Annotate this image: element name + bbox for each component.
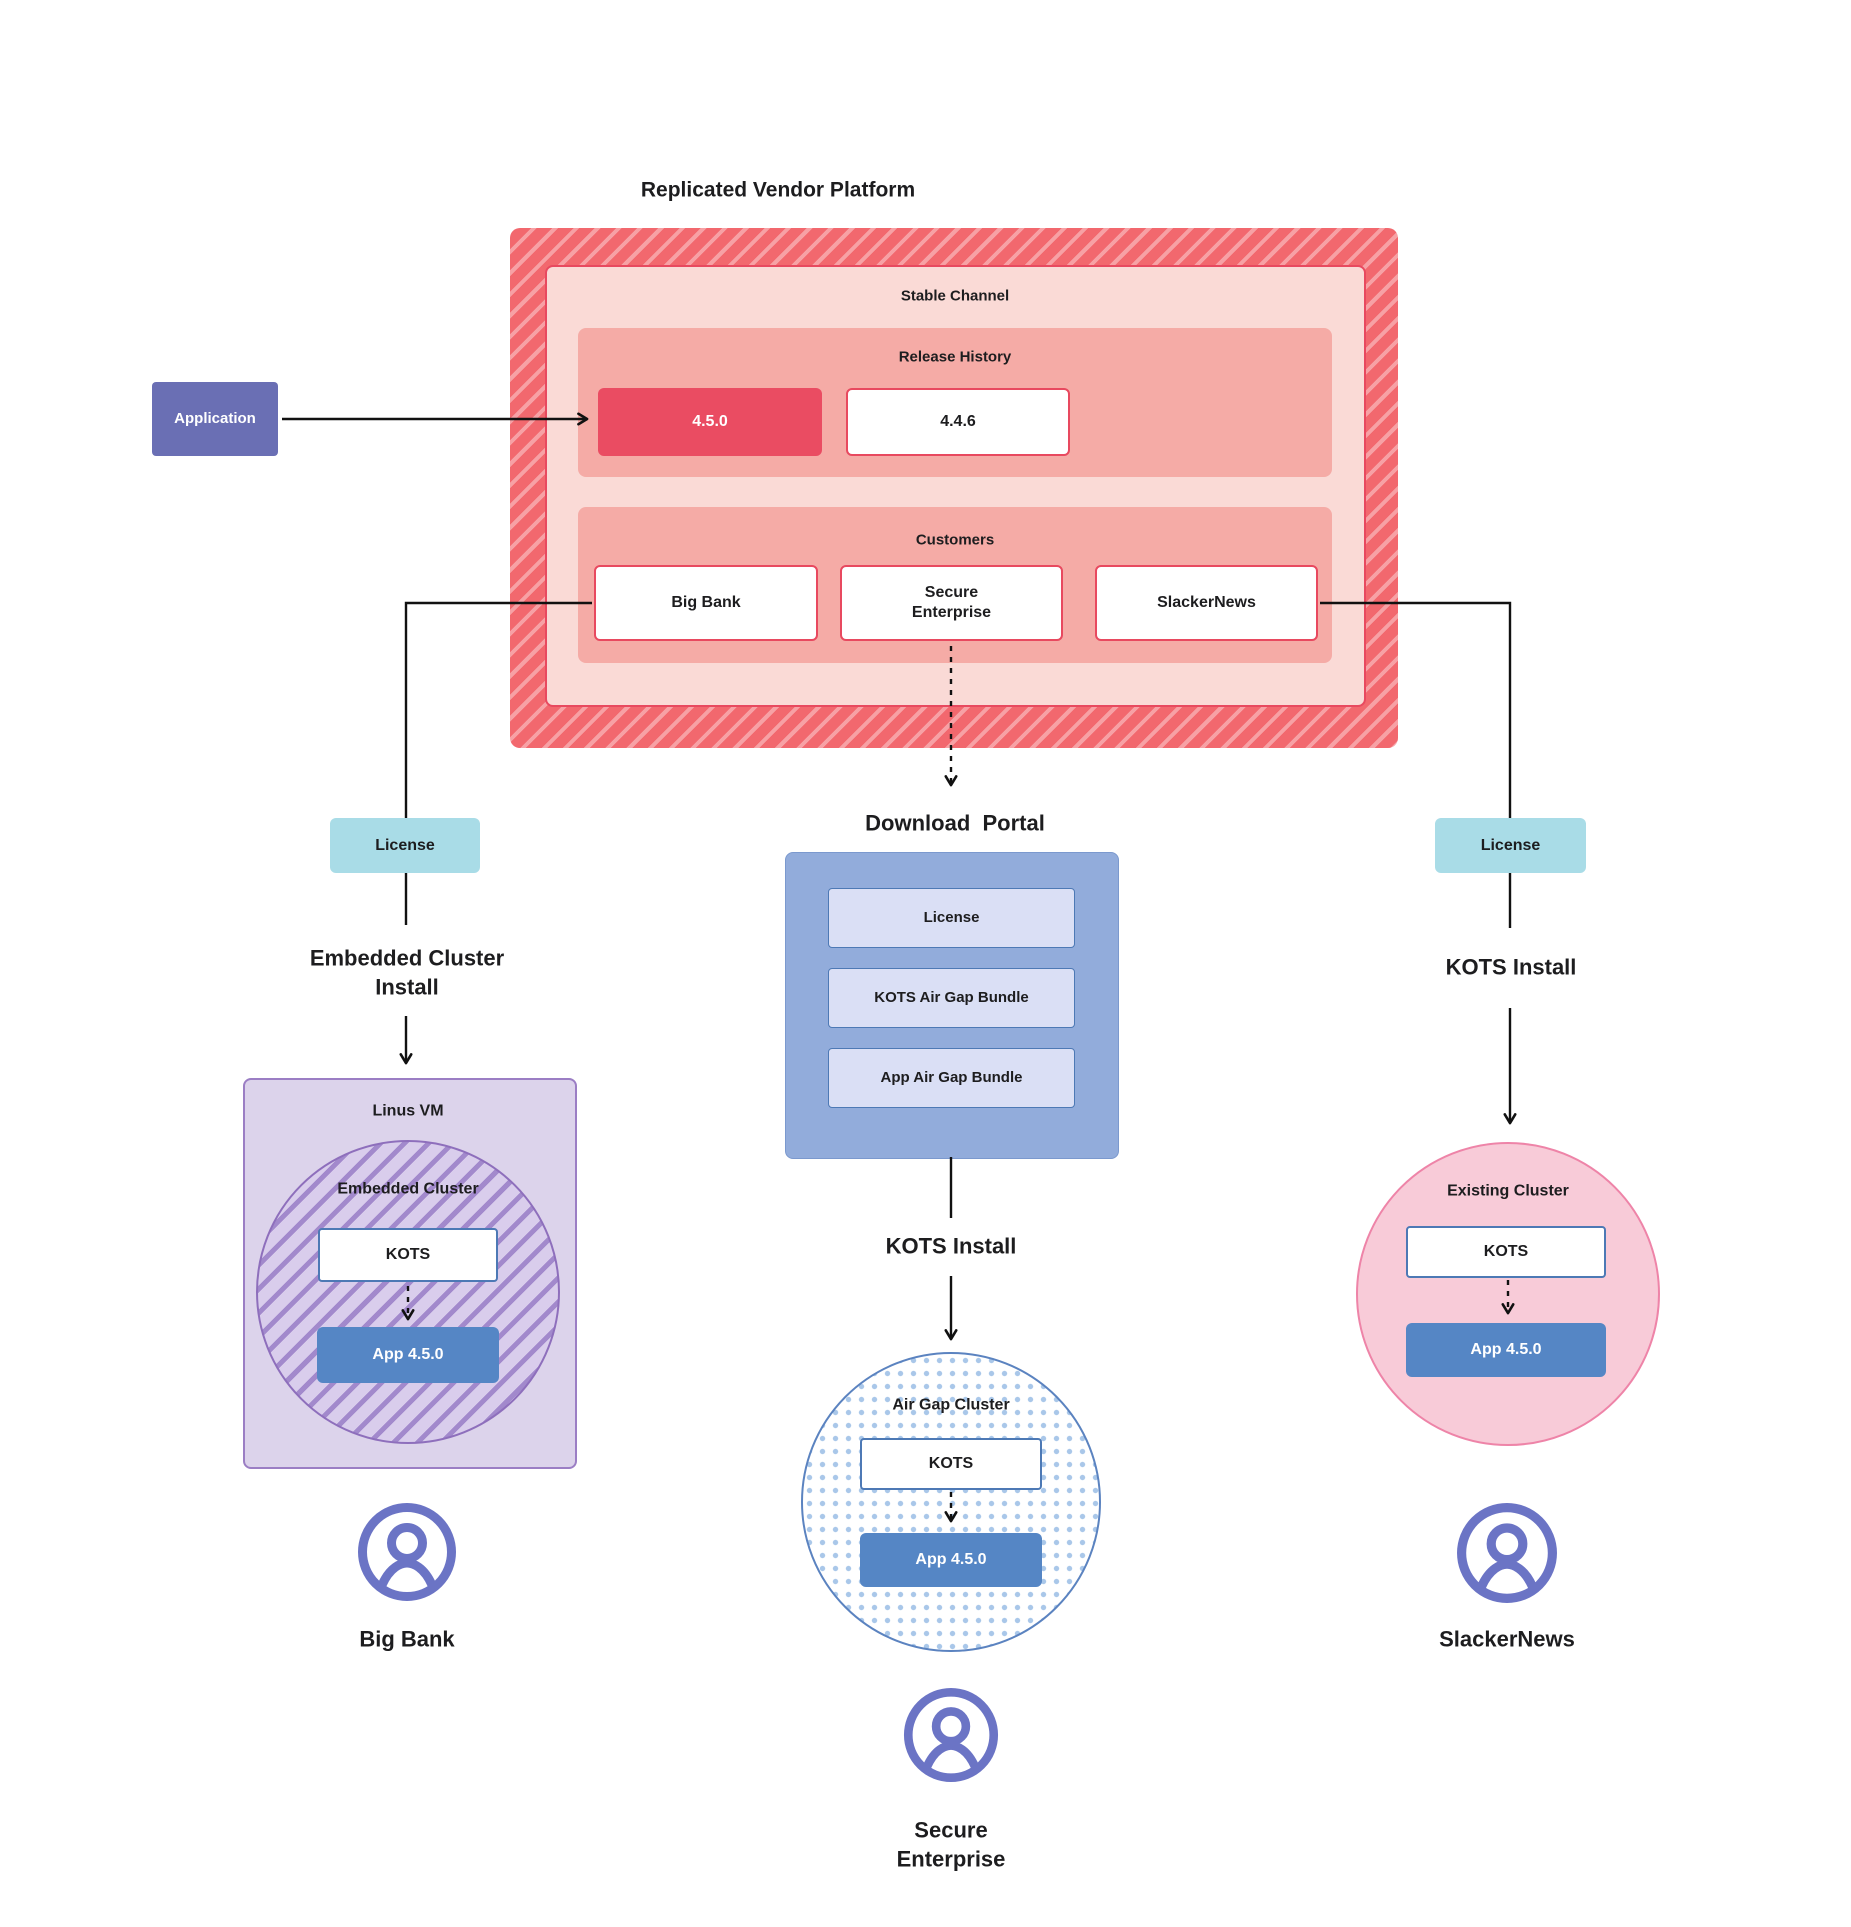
portal-license-box: License bbox=[828, 888, 1075, 948]
customer-big-bank: Big Bank bbox=[594, 565, 818, 641]
kots-box-middle: KOTS bbox=[860, 1438, 1042, 1490]
portal-item-label: License bbox=[923, 908, 980, 926]
kots-label: KOTS bbox=[928, 1455, 974, 1472]
release-history-label: Release History bbox=[898, 348, 1012, 366]
embedded-cluster-label: Embedded Cluster bbox=[337, 1180, 479, 1198]
release-4-4-6: 4.4.6 bbox=[846, 388, 1070, 456]
license-badge-left: License bbox=[330, 818, 480, 873]
customer-name: Secure Enterprise bbox=[911, 584, 992, 621]
persona-label-big-bank: Big Bank bbox=[359, 1626, 455, 1652]
embedded-cluster-install-label: Embedded Cluster Install bbox=[309, 945, 505, 999]
app-label: App 4.5.0 bbox=[915, 1551, 987, 1568]
kots-box-right: KOTS bbox=[1406, 1226, 1606, 1278]
stable-channel-label: Stable Channel bbox=[900, 287, 1010, 305]
customer-secure-enterprise: Secure Enterprise bbox=[840, 565, 1063, 641]
release-4-5-0: 4.5.0 bbox=[598, 388, 822, 456]
kots-install-label-right: KOTS Install bbox=[1445, 954, 1577, 980]
license-label: License bbox=[1480, 836, 1541, 854]
app-label: App 4.5.0 bbox=[372, 1346, 444, 1363]
app-box-right: App 4.5.0 bbox=[1406, 1323, 1606, 1377]
persona-label-slackernews: SlackerNews bbox=[1439, 1626, 1575, 1652]
kots-label: KOTS bbox=[385, 1246, 431, 1263]
portal-kots-bundle-box: KOTS Air Gap Bundle bbox=[828, 968, 1075, 1028]
customers-label: Customers bbox=[915, 531, 995, 549]
download-portal-label: Download Portal bbox=[865, 810, 1045, 836]
release-version: 4.5.0 bbox=[692, 413, 728, 430]
application-label: Application bbox=[174, 409, 256, 427]
portal-item-label: App Air Gap Bundle bbox=[880, 1068, 1023, 1086]
person-icon-slackernews bbox=[1457, 1503, 1557, 1603]
linus-vm-label: Linus VM bbox=[372, 1102, 444, 1120]
application-box: Application bbox=[152, 382, 278, 456]
license-label: License bbox=[375, 836, 435, 854]
persona-label-secure-enterprise: Secure Enterprise bbox=[896, 1817, 1006, 1871]
person-icon-secure-enterprise bbox=[903, 1687, 999, 1783]
customer-slackernews: SlackerNews bbox=[1095, 565, 1318, 641]
customer-name: Big Bank bbox=[671, 594, 741, 611]
kots-box-left: KOTS bbox=[318, 1228, 498, 1282]
portal-item-label: KOTS Air Gap Bundle bbox=[874, 988, 1029, 1006]
embedded-cluster-circle bbox=[256, 1140, 560, 1444]
kots-install-label-middle: KOTS Install bbox=[885, 1233, 1017, 1259]
person-icon-big-bank bbox=[358, 1503, 456, 1601]
release-version: 4.4.6 bbox=[940, 413, 976, 430]
license-badge-right: License bbox=[1435, 818, 1586, 873]
air-gap-cluster-label: Air Gap Cluster bbox=[892, 1396, 1010, 1414]
app-label: App 4.5.0 bbox=[1470, 1341, 1542, 1358]
existing-cluster-label: Existing Cluster bbox=[1447, 1182, 1569, 1200]
portal-app-bundle-box: App Air Gap Bundle bbox=[828, 1048, 1075, 1108]
kots-label: KOTS bbox=[1483, 1243, 1529, 1260]
diagram-title: Replicated Vendor Platform bbox=[640, 178, 916, 202]
customer-name: SlackerNews bbox=[1157, 594, 1256, 611]
app-box-left: App 4.5.0 bbox=[317, 1327, 499, 1383]
app-box-middle: App 4.5.0 bbox=[860, 1533, 1042, 1587]
